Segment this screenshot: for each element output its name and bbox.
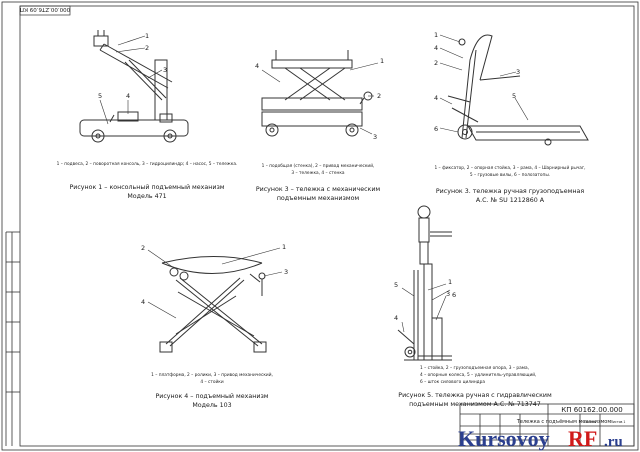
fig5-callout-4: 4 bbox=[394, 314, 398, 322]
fig2-caption: Рисунок 3 – тележка с механическим bbox=[256, 186, 381, 193]
fig4-callout-3: 3 bbox=[284, 268, 288, 276]
fig1-callout-4: 4 bbox=[126, 92, 130, 100]
title-code: КП 60162.00.000 bbox=[561, 406, 622, 414]
fig3-legend-1: 1 – фиксатор, 2 – опорная стойка, 3 – ра… bbox=[434, 164, 585, 171]
figure-3-hand-truck bbox=[447, 34, 589, 146]
fig1-callout-1: 1 bbox=[145, 32, 149, 40]
fig3-callout-6: 6 bbox=[434, 125, 438, 133]
fig4-legend-1: 1 – платформа, 2 – ролики, 3 – привод ме… bbox=[151, 371, 273, 378]
stamp-box: 000.00.ZT6.09 КП bbox=[19, 5, 71, 16]
fig4-caption: Рисунок 4 – подъемный механизм bbox=[155, 392, 268, 400]
title-name: Тележка с подъёмным механизмом bbox=[516, 419, 612, 425]
fig5-caption-2: подъемным механизмом А.С. № 713747 bbox=[409, 401, 541, 408]
fig1-callout-3: 3 bbox=[163, 66, 167, 74]
title-small-2: Листов 1 bbox=[611, 420, 626, 424]
fig1-callout-2: 2 bbox=[145, 44, 149, 52]
fig3-callout-2: 2 bbox=[434, 59, 438, 67]
fig5-legend-1: 1 – стойка, 2 – грузоподъемная опора, 3 … bbox=[420, 364, 529, 371]
watermark-accent: RF bbox=[568, 426, 597, 451]
fig3-callout-3: 3 bbox=[516, 68, 520, 76]
figure-4-callouts bbox=[147, 247, 283, 319]
fig3-callout-5: 5 bbox=[512, 92, 516, 100]
fig1-callout-5: 5 bbox=[98, 92, 102, 100]
fig5-callout-5: 5 bbox=[394, 281, 398, 289]
fig3-callout-4a: 4 bbox=[434, 44, 438, 52]
figure-5-labels: 1 6 3 4 5 bbox=[394, 278, 456, 322]
fig1-caption-model: Модель 471 bbox=[127, 193, 166, 200]
fig3-caption-2: А.С. № SU 1212860 A bbox=[476, 197, 545, 204]
figure-5-hydraulic-truck bbox=[397, 205, 452, 361]
fig4-callout-2: 2 bbox=[141, 244, 145, 252]
figure-3-callouts bbox=[439, 34, 529, 133]
figure-4-scissor-lift bbox=[159, 256, 267, 353]
fig5-legend-2: 4 – опорные колеса, 5 – удлинитель-управ… bbox=[420, 371, 536, 378]
figure-4-labels: 1 2 3 4 bbox=[141, 243, 288, 306]
fig2-callout-3: 3 bbox=[373, 133, 377, 141]
title-small-1: Листов bbox=[584, 420, 596, 424]
fig1-caption: Рисунок 1 – консольный подъемный механиз… bbox=[69, 183, 224, 191]
watermark-left: Kursovoy bbox=[458, 426, 550, 451]
fig4-callout-4: 4 bbox=[141, 298, 145, 306]
figure-1-console-lift bbox=[79, 30, 189, 143]
fig1-legend: 1 – подвеса, 2 – поворотная консоль, 3 –… bbox=[57, 161, 238, 167]
fig3-legend-2: 5 – грузовые вилы, 6 – полозатопы. bbox=[470, 172, 550, 178]
stamp-code: 000.00.ZT6.09 КП bbox=[20, 6, 70, 12]
figure-1-callouts bbox=[99, 35, 163, 125]
fig3-caption: Рисунок 3. тележка ручная грузоподъемная bbox=[436, 188, 584, 195]
fig3-callout-4b: 4 bbox=[434, 94, 438, 102]
fig5-callout-3: 3 bbox=[446, 290, 450, 298]
kursovoyrf-watermark: Kursovoy RF .ru bbox=[458, 426, 623, 451]
fig5-caption: Рисунок 5. тележка ручная с гидравлическ… bbox=[398, 392, 552, 399]
fig5-legend-3: 6 – шток силового цилиндра bbox=[420, 379, 485, 385]
fig3-callout-1: 1 bbox=[434, 31, 438, 39]
fig2-callout-1: 1 bbox=[380, 57, 384, 65]
fig4-legend-2: 4 – стойки bbox=[200, 378, 223, 385]
fig2-legend-2: 3 – тележка, 4 – стенка bbox=[291, 170, 345, 176]
figure-2-callouts bbox=[261, 62, 379, 135]
watermark-suffix: .ru bbox=[604, 434, 623, 450]
figure-2-labels: 4 1 2 3 bbox=[255, 57, 384, 141]
fig5-callout-6: 6 bbox=[452, 291, 456, 299]
figure-5-callouts bbox=[401, 283, 451, 333]
fig4-callout-1: 1 bbox=[282, 243, 286, 251]
title-block bbox=[459, 403, 635, 447]
figure-1-labels: 1 2 3 4 5 bbox=[98, 32, 167, 100]
fig2-callout-4: 4 bbox=[255, 62, 259, 70]
fig4-caption-model: Модель 103 bbox=[192, 402, 231, 409]
fig2-legend-1: 1 – подобщая (стенка), 2 – привод механи… bbox=[262, 162, 375, 169]
figure-2-mechanical-cart bbox=[261, 50, 373, 137]
fig5-callout-1: 1 bbox=[448, 278, 452, 286]
fig2-caption-2: подъемным механизмом bbox=[277, 195, 360, 202]
figure-3-labels: 1 4 2 3 4 5 6 bbox=[434, 31, 520, 133]
fig2-callout-2: 2 bbox=[377, 92, 381, 100]
